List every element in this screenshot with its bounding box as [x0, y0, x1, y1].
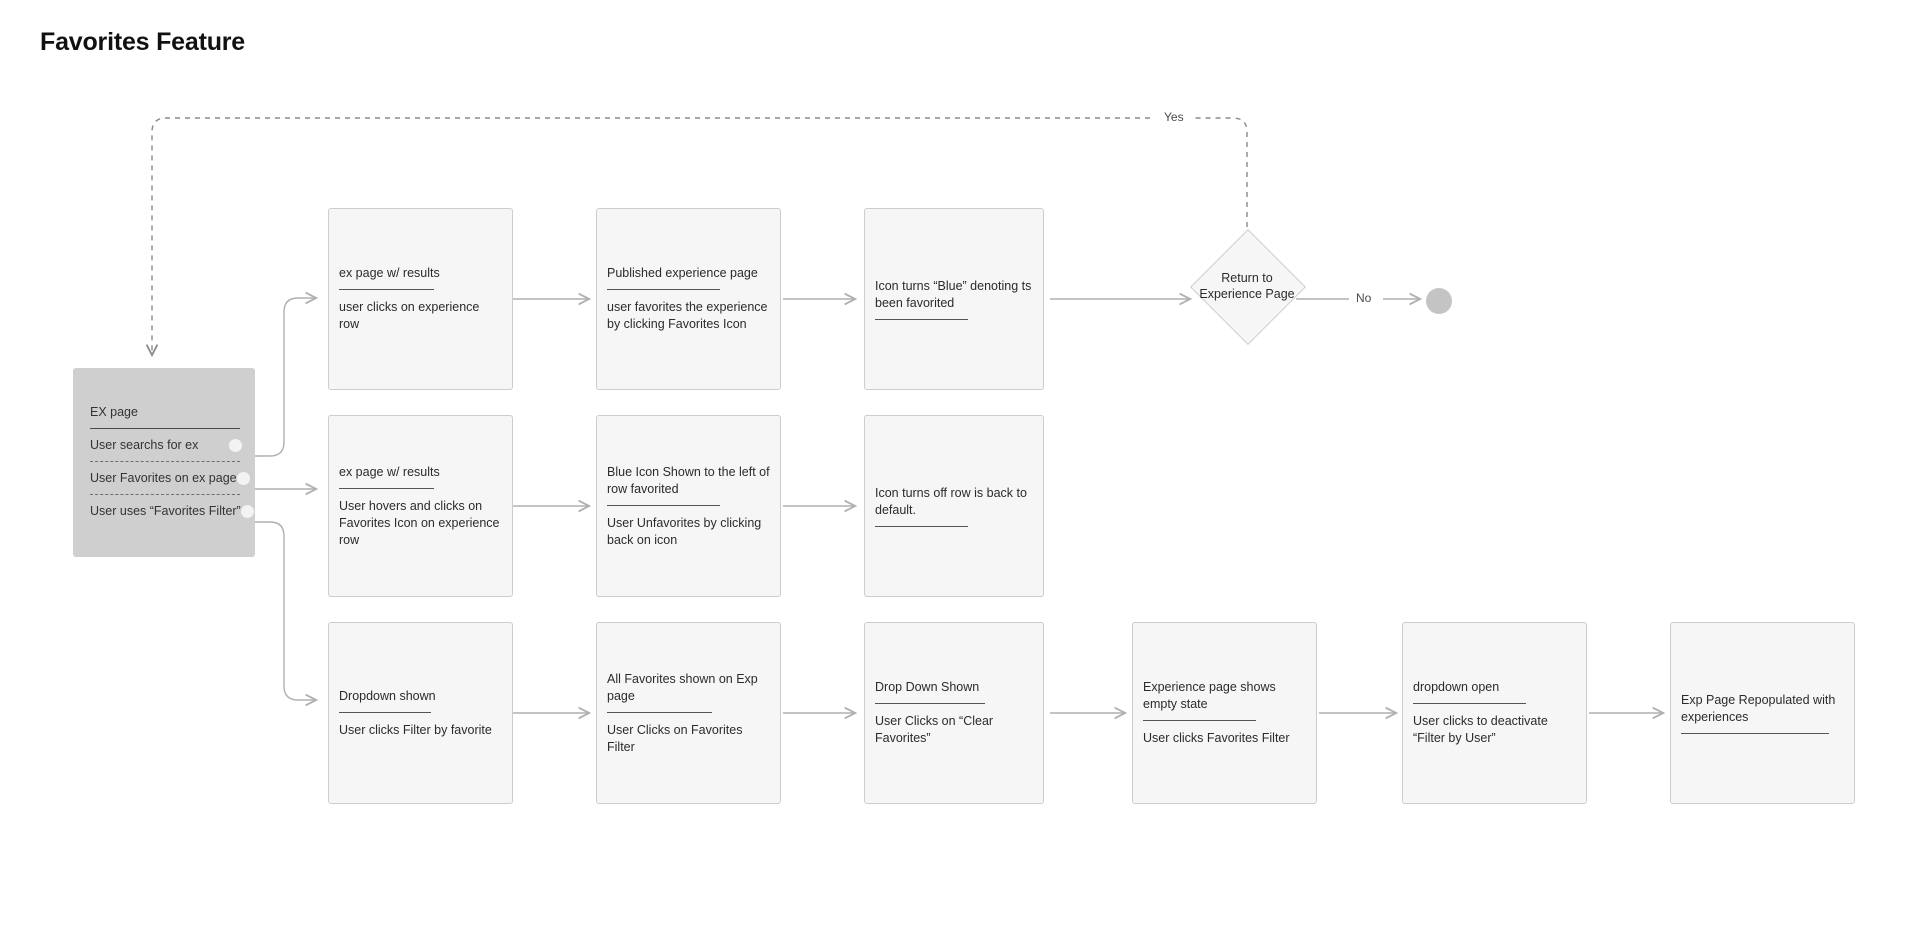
flow-card[interactable]: Drop Down Shown User Clicks on “Clear Fa… — [864, 622, 1044, 804]
edge-label-yes: Yes — [1160, 110, 1188, 124]
card-title: ex page w/ results — [339, 266, 440, 280]
card-rule — [607, 711, 712, 713]
flow-card[interactable]: Experience page shows empty state User c… — [1132, 622, 1317, 804]
flow-card[interactable]: Dropdown shown User clicks Filter by fav… — [328, 622, 513, 804]
card-rule — [875, 319, 968, 320]
card-rule — [1681, 733, 1829, 734]
card-title: Dropdown shown — [339, 688, 436, 703]
card-rule — [339, 289, 434, 290]
terminator-node — [1426, 288, 1452, 314]
card-body: user clicks on experience row — [339, 300, 480, 331]
sidebar-item-user-favorites[interactable]: User Favorites on ex page — [82, 462, 250, 494]
card-body: User Unfavorites by clicking back on ico… — [607, 515, 762, 547]
card-title: Blue Icon Shown to the left of row favor… — [607, 464, 770, 496]
sidebar-item-user-searches[interactable]: User searchs for ex — [82, 429, 246, 461]
status-dot-icon — [240, 504, 254, 518]
card-rule — [1413, 703, 1526, 704]
card-body: User clicks to deactivate “Filter by Use… — [1413, 714, 1548, 745]
sidebar-title: EX page — [90, 405, 138, 419]
card-title: Published experience page — [607, 266, 758, 280]
sidebar-divider — [90, 461, 240, 462]
card-rule — [339, 487, 434, 489]
status-dot-icon — [229, 438, 242, 452]
card-title: All Favorites shown on Exp page — [607, 671, 758, 703]
sidebar-item-label: User searchs for ex — [90, 438, 199, 452]
card-title: Icon turns off row is back to default. — [875, 486, 1027, 517]
flow-card[interactable]: All Favorites shown on Exp page User Cli… — [596, 622, 781, 804]
status-dot-icon — [236, 471, 250, 485]
card-body: user favorites the experience by clickin… — [607, 300, 768, 331]
card-title: Exp Page Repopulated with experiences — [1681, 693, 1836, 724]
card-body: User clicks Favorites Filter — [1143, 731, 1290, 745]
card-body: User hovers and clicks on Favorites Icon… — [339, 498, 500, 547]
edge-label-no: No — [1352, 291, 1376, 305]
card-body: User Clicks on “Clear Favorites” — [875, 714, 994, 745]
sidebar-title-rule — [90, 428, 240, 429]
sidebar-item-favorites-filter[interactable]: User uses “Favorites Filter” — [82, 495, 254, 527]
card-title: Drop Down Shown — [875, 680, 980, 694]
card-rule — [339, 711, 431, 713]
flow-card[interactable]: Icon turns off row is back to default. — [864, 415, 1044, 597]
card-body: User Clicks on Favorites Filter — [607, 722, 743, 754]
card-title: ex page w/ results — [339, 464, 440, 479]
sidebar-item-label: User Favorites on ex page — [90, 471, 237, 485]
sidebar-divider — [90, 494, 240, 495]
decision-label: Return to Experience Page — [1199, 271, 1295, 301]
card-rule — [875, 526, 968, 527]
flow-card[interactable]: Icon turns “Blue” denoting ts been favor… — [864, 208, 1044, 390]
sidebar-item-label: User uses “Favorites Filter” — [90, 504, 241, 518]
flow-card[interactable]: dropdown open User clicks to deactivate … — [1402, 622, 1587, 804]
card-rule — [875, 703, 985, 704]
card-rule — [607, 289, 720, 290]
flow-card[interactable]: Blue Icon Shown to the left of row favor… — [596, 415, 781, 597]
page-title: Favorites Feature — [40, 28, 246, 56]
flow-card[interactable]: ex page w/ results User hovers and click… — [328, 415, 513, 597]
card-rule — [607, 504, 720, 506]
card-title: Experience page shows empty state — [1143, 680, 1276, 711]
flow-card[interactable]: Exp Page Repopulated with experiences — [1670, 622, 1855, 804]
card-body: User clicks Filter by favorite — [339, 722, 492, 737]
flow-card[interactable]: ex page w/ results user clicks on experi… — [328, 208, 513, 390]
ex-page-sidebar: EX page User searchs for ex User Favorit… — [73, 368, 255, 557]
card-title: Icon turns “Blue” denoting ts been favor… — [875, 279, 1032, 310]
flow-card[interactable]: Published experience page user favorites… — [596, 208, 781, 390]
decision-return-to-experience-page[interactable]: Return to Experience Page — [1190, 229, 1306, 345]
card-title: dropdown open — [1413, 680, 1500, 694]
card-rule — [1143, 720, 1256, 721]
